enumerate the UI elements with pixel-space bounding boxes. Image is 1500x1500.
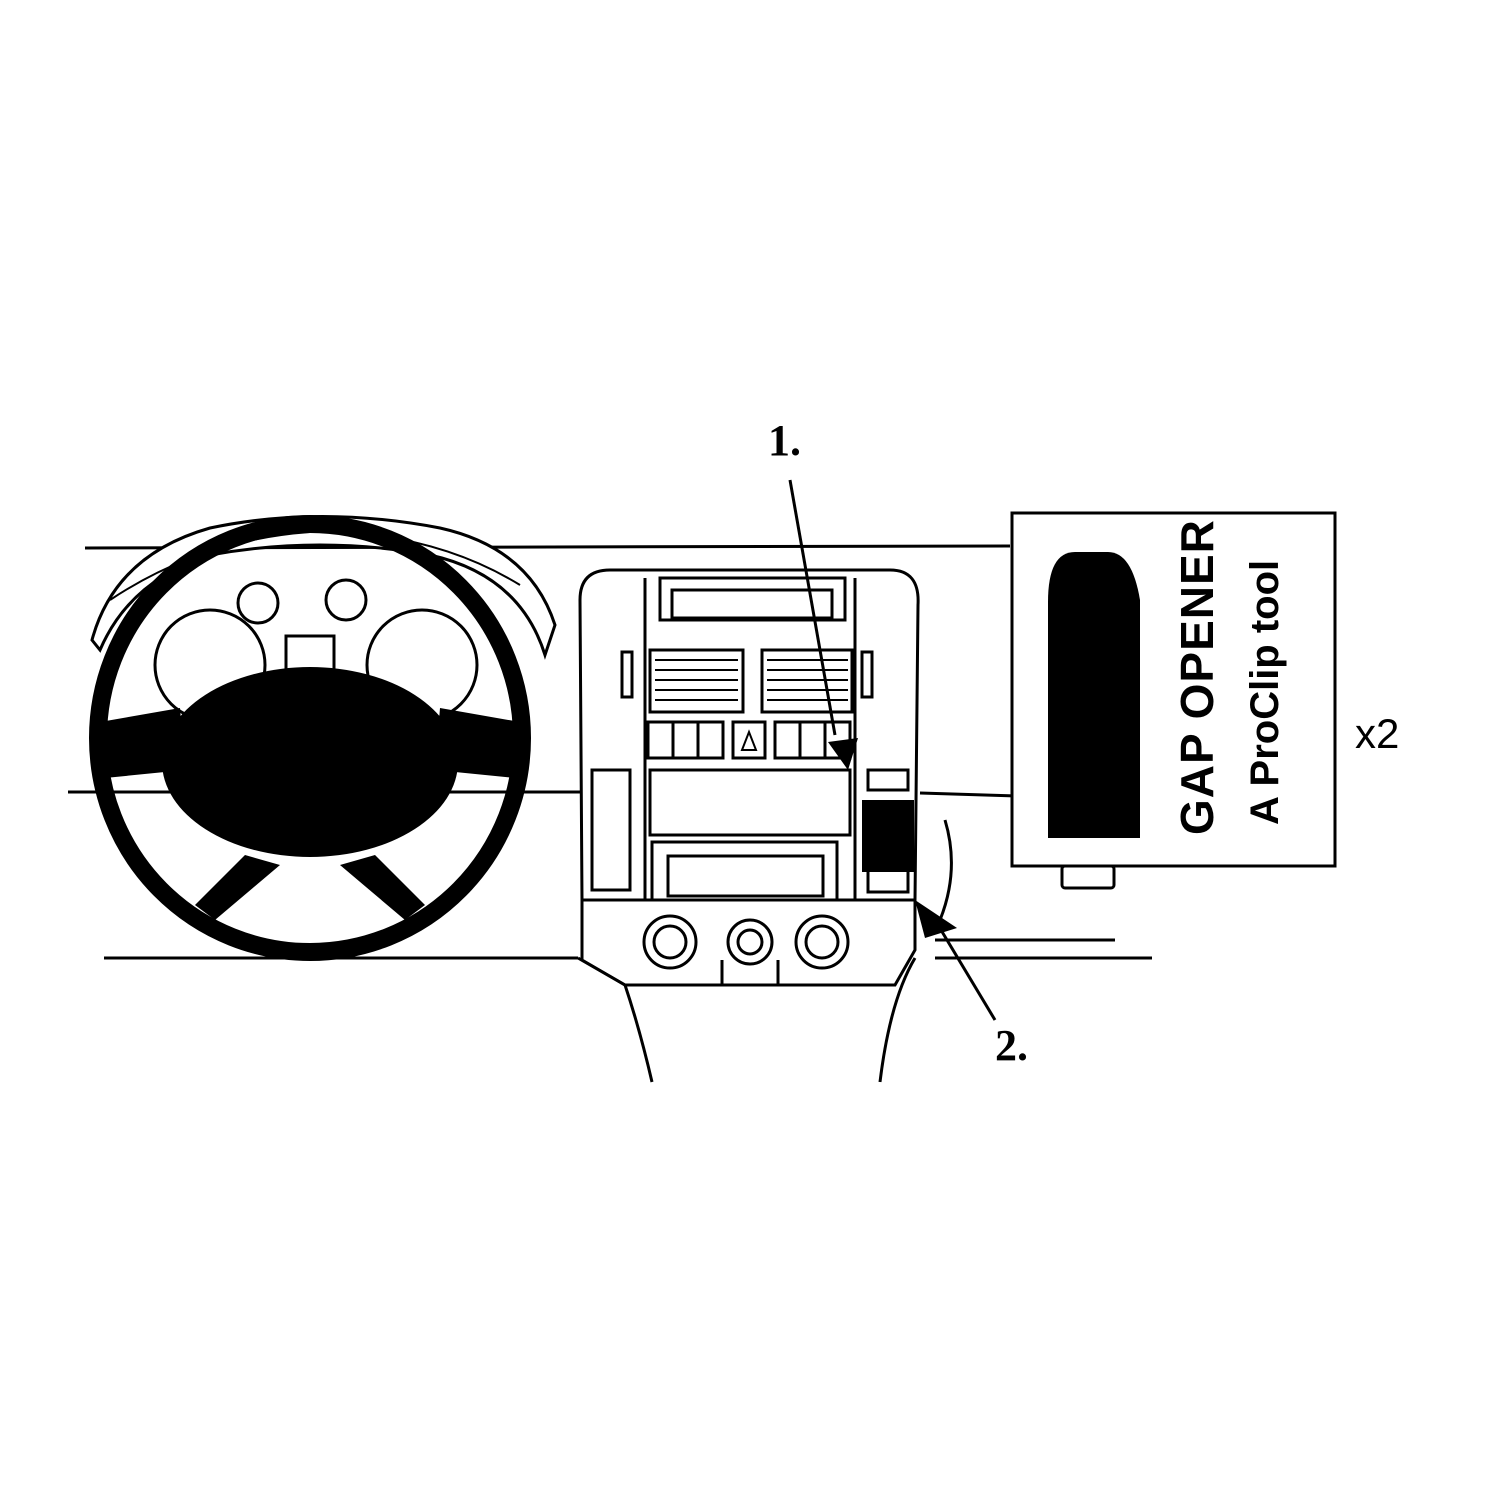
gap-opener-tool-icon [1048, 552, 1140, 838]
callout-2-arrow [915, 900, 997, 1021]
callout-1-arrow [788, 479, 858, 770]
tool-box [1010, 511, 1337, 890]
tool-title: GAP OPENER [1171, 519, 1223, 835]
tool-subtitle: A ProClip tool [1243, 560, 1287, 825]
callout-2-label: 2. [995, 1021, 1028, 1070]
tool-multiplier: x2 [1355, 710, 1399, 757]
callout-1-label: 1. [768, 416, 801, 465]
steering-wheel [89, 515, 557, 961]
center-console [578, 568, 920, 987]
mount-position [862, 800, 914, 872]
